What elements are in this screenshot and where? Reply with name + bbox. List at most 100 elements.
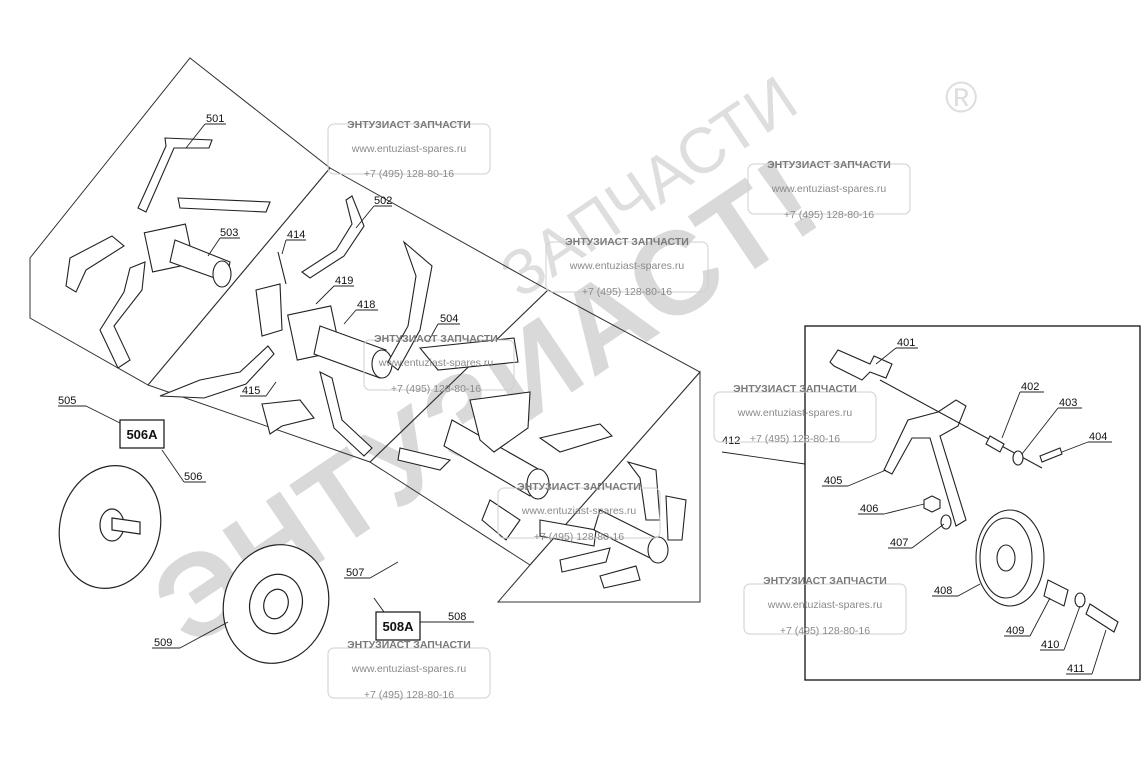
svg-text:ЭНТУЗИАСТ ЗАПЧАСТИ: ЭНТУЗИАСТ ЗАПЧАСТИ: [763, 575, 887, 587]
label-402: 402: [1021, 381, 1039, 393]
rotor-end-508: [647, 536, 669, 564]
box-508a: [375, 611, 421, 641]
svg-text:ЭНТУЗИАСТ ЗАПЧАСТИ: ЭНТУЗИАСТ ЗАПЧАСТИ: [733, 383, 857, 395]
washer-407: [940, 514, 952, 530]
svg-text:+7 (495) 128-80-16: +7 (495) 128-80-16: [784, 209, 874, 221]
stamp-3: ЭНТУЗИАСТ ЗАПЧАСТИ www.entuziast-spares.…: [545, 236, 709, 298]
box-506a: [119, 419, 165, 449]
label-502: 502: [374, 195, 392, 207]
svg-text:+7 (495) 128-80-16: +7 (495) 128-80-16: [534, 531, 624, 543]
blade-bottom-2: [261, 399, 315, 435]
label-403: 403: [1059, 397, 1077, 409]
bracket-left: [255, 283, 283, 337]
blade-left-3: [99, 261, 146, 369]
svg-text:+7 (495) 128-80-16: +7 (495) 128-80-16: [364, 689, 454, 701]
rotor-end-507: [526, 468, 550, 500]
label-411: 411: [1067, 663, 1085, 675]
frame-505: [29, 57, 331, 386]
disc-506-shaft: [111, 517, 141, 535]
svg-text:www.entuziast-spares.ru: www.entuziast-spares.ru: [771, 183, 887, 195]
rotor-blade-3: [538, 423, 614, 453]
blade-right-tall: [387, 240, 433, 371]
blade-left-1: [65, 235, 125, 293]
label-409: 409: [1006, 625, 1024, 637]
blade-502: [301, 195, 365, 279]
label-418: 418: [357, 299, 375, 311]
svg-text:+7 (495) 128-80-16: +7 (495) 128-80-16: [750, 433, 840, 445]
svg-text:ЭНТУЗИАСТ ЗАПЧАСТИ: ЭНТУЗИАСТ ЗАПЧАСТИ: [347, 639, 471, 651]
watermark-registered: ®: [945, 73, 977, 122]
label-401: 401: [897, 337, 915, 349]
svg-text:ЭНТУЗИАСТ ЗАПЧАСТИ: ЭНТУЗИАСТ ЗАПЧАСТИ: [565, 236, 689, 248]
label-506: 506: [184, 471, 202, 483]
disc-509-hub: [263, 588, 289, 620]
svg-text:+7 (495) 128-80-16: +7 (495) 128-80-16: [780, 625, 870, 637]
label-406: 406: [860, 503, 878, 515]
hub-end-503: [212, 260, 232, 288]
rotor-tube-507: [443, 419, 541, 497]
svg-text:www.entuziast-spares.ru: www.entuziast-spares.ru: [569, 260, 685, 272]
boxed-labels: 506A 508A: [119, 419, 421, 641]
rotor-blade-5: [539, 519, 597, 547]
svg-text:www.entuziast-spares.ru: www.entuziast-spares.ru: [351, 663, 467, 675]
svg-text:www.entuziast-spares.ru: www.entuziast-spares.ru: [351, 143, 467, 155]
rotor-blade-4: [481, 499, 521, 541]
label-415: 415: [242, 385, 260, 397]
spring-402: [985, 435, 1005, 453]
tiller-parts: [65, 137, 687, 589]
wheel-support-frame: [804, 325, 1141, 681]
svg-text:ЭНТУЗИАСТ ЗАПЧАСТИ: ЭНТУЗИАСТ ЗАПЧАСТИ: [517, 481, 641, 493]
svg-text:+7 (495) 128-80-16: +7 (495) 128-80-16: [364, 168, 454, 180]
washer-410: [1074, 592, 1086, 608]
svg-text:ЭНТУЗИАСТ ЗАПЧАСТИ: ЭНТУЗИАСТ ЗАПЧАСТИ: [767, 159, 891, 171]
blade-left-2: [177, 197, 271, 213]
blade-bottom-1: [159, 345, 275, 399]
rotor-blade-9: [599, 565, 641, 589]
label-419: 419: [335, 275, 353, 287]
svg-text:+7 (495) 128-80-16: +7 (495) 128-80-16: [582, 286, 672, 298]
stamp-5: ЭНТУЗИАСТ ЗАПЧАСТИ www.entuziast-spares.…: [713, 383, 877, 445]
label-503: 503: [220, 227, 238, 239]
stamp-8: ЭНТУЗИАСТ ЗАПЧАСТИ www.entuziast-spares.…: [327, 639, 491, 701]
label-508: 508: [448, 611, 466, 623]
svg-text:+7 (495) 128-80-16: +7 (495) 128-80-16: [391, 383, 481, 395]
handle-401: [829, 349, 893, 381]
label-410: 410: [1041, 639, 1059, 651]
svg-text:www.entuziast-spares.ru: www.entuziast-spares.ru: [767, 599, 883, 611]
label-414: 414: [287, 229, 305, 241]
tiller-part-numbers: 501 502 503 414 419 418 504 415 505 506 …: [58, 113, 466, 649]
stamp-6: ЭНТУЗИАСТ ЗАПЧАСТИ www.entuziast-spares.…: [497, 481, 661, 543]
stamp-2: ЭНТУЗИАСТ ЗАПЧАСТИ www.entuziast-spares.…: [747, 159, 911, 221]
label-404: 404: [1089, 431, 1107, 443]
stamp-1: ЭНТУЗИАСТ ЗАПЧАСТИ www.entuziast-spares.…: [327, 119, 491, 180]
discs: [58, 465, 330, 664]
svg-text:ЭНТУЗИАСТ ЗАПЧАСТИ: ЭНТУЗИАСТ ЗАПЧАСТИ: [347, 119, 471, 131]
tiller-frames: [29, 57, 701, 603]
svg-text:www.entuziast-spares.ru: www.entuziast-spares.ru: [521, 505, 637, 517]
blade-501: [137, 137, 213, 213]
bolt-404: [1039, 447, 1063, 463]
wheel-408-hub: [996, 544, 1016, 572]
nut-406: [923, 495, 941, 513]
frame-508: [496, 370, 701, 603]
blade-504: [418, 337, 519, 371]
label-507: 507: [346, 567, 364, 579]
tiller-leaders: [58, 123, 474, 649]
label-505: 505: [58, 395, 76, 407]
rotor-blade-2: [397, 447, 452, 471]
svg-text:www.entuziast-spares.ru: www.entuziast-spares.ru: [378, 357, 494, 369]
stamp-4: ЭНТУЗИАСТ ЗАПЧАСТИ www.entuziast-spares.…: [363, 333, 515, 395]
svg-text:www.entuziast-spares.ru: www.entuziast-spares.ru: [737, 407, 853, 419]
label-501: 501: [206, 113, 224, 125]
rotor-blade-1: [469, 391, 531, 453]
rotor-blade-6: [626, 461, 661, 521]
label-407: 407: [890, 537, 908, 549]
label-412: 412: [722, 435, 740, 447]
svg-text:ЭНТУЗИАСТ ЗАПЧАСТИ: ЭНТУЗИАСТ ЗАПЧАСТИ: [374, 333, 498, 345]
wheel-support-assembly: 401 402 403 404 405 406 407 408 409 410 …: [721, 325, 1141, 681]
label-506a: 506A: [126, 427, 158, 442]
bushing-409: [1043, 579, 1069, 607]
washer-403: [1012, 450, 1024, 466]
